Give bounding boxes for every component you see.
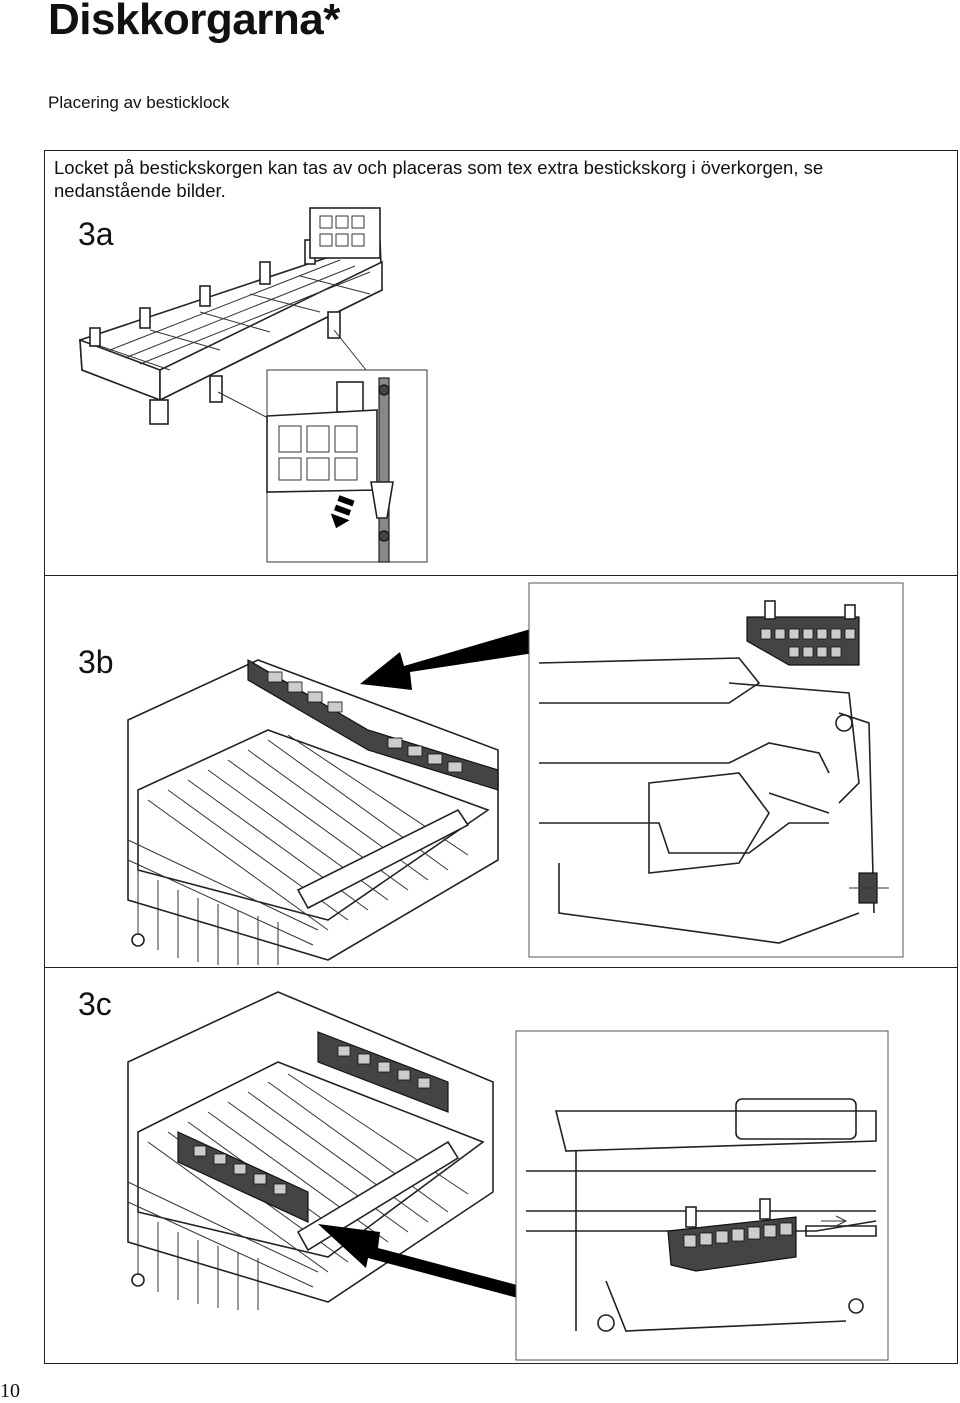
page-title: Diskkorgarna*	[48, 0, 340, 44]
page-number: 10	[0, 1380, 20, 1402]
figure-3c-rack-illustration	[127, 991, 494, 1310]
figure-divider	[44, 967, 958, 968]
intro-paragraph: Locket på bestickskorgen kan tas av och …	[54, 157, 824, 201]
figure-3b-rack-illustration	[127, 658, 499, 965]
figure-3a-basket-lid-illustration	[79, 207, 428, 563]
figure-label-3c: 3c	[78, 986, 112, 1022]
figure-label-3b: 3b	[78, 644, 114, 680]
figure-3b-detail-illustration	[528, 582, 904, 958]
figure-divider	[44, 575, 958, 576]
figure-frame	[44, 150, 958, 1364]
figure-3c-detail-illustration	[515, 1030, 889, 1361]
arrow-icon	[318, 1224, 533, 1322]
section-subtitle: Placering av besticklock	[48, 93, 230, 112]
figure-label-3a: 3a	[78, 216, 114, 252]
